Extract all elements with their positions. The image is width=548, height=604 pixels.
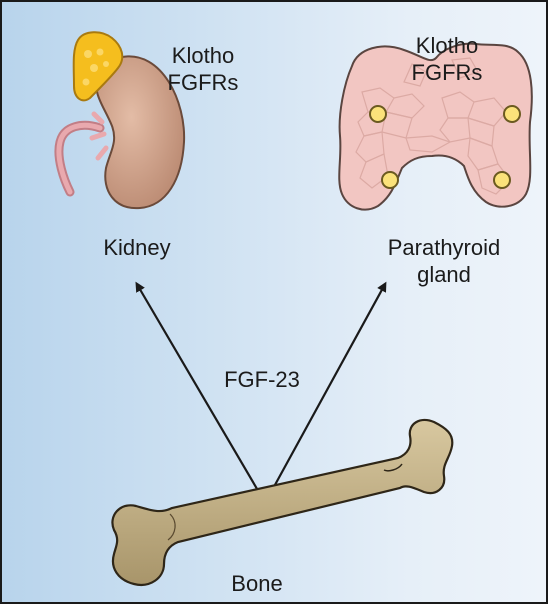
parathyroid-klotho-text: Klotho [392,32,502,59]
hormone-label: FGF-23 [202,366,322,393]
kidney-receptor-label: Klotho FGFRs [148,42,258,96]
kidney-klotho-text: Klotho [148,42,258,69]
parathyroid-name-line1: Parathyroid [364,234,524,261]
parathyroid-receptor-label: Klotho FGFRs [392,32,502,86]
bone-icon [112,420,452,585]
parathyroid-name-line2: gland [364,261,524,288]
parathyroid-label: Parathyroid gland [364,234,524,288]
bone-label: Bone [202,570,312,597]
parathyroid-fgfrs-text: FGFRs [392,59,502,86]
kidney-fgfrs-text: FGFRs [148,69,258,96]
kidney-label: Kidney [72,234,202,261]
